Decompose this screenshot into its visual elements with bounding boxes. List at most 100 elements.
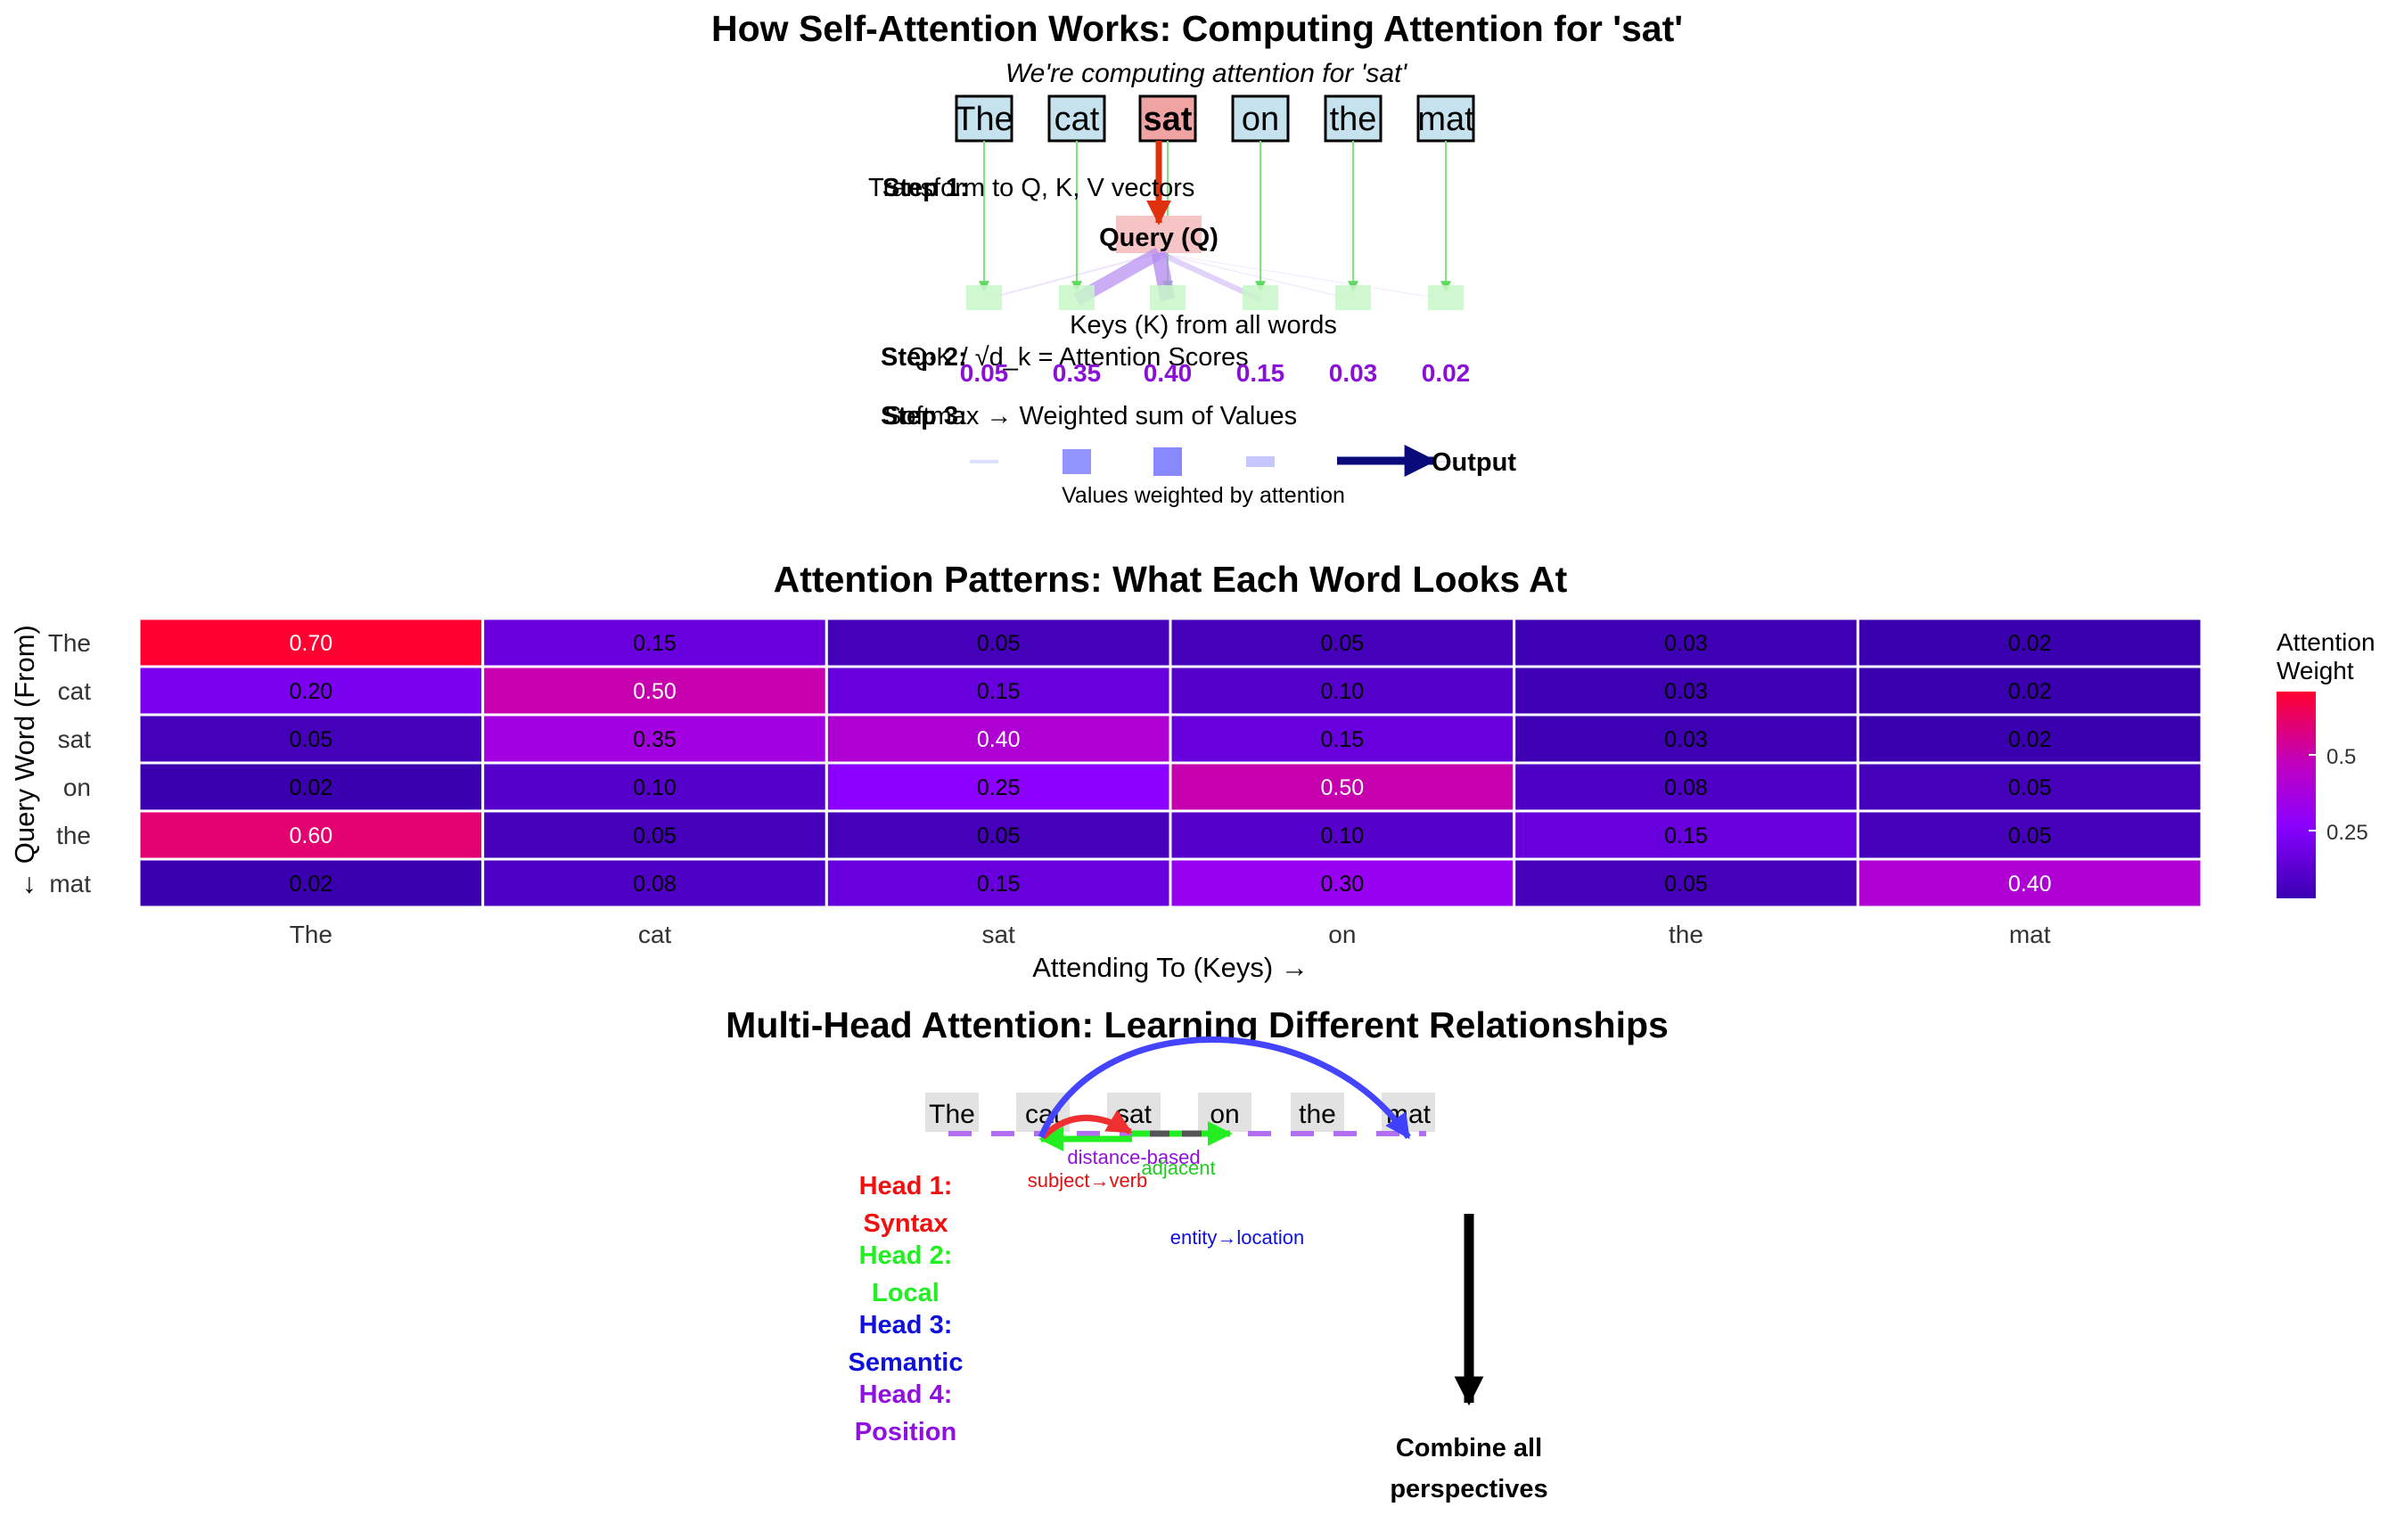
heatmap-cell-label: 0.02: [2008, 727, 2052, 752]
heatmap-cell-label: 0.25: [977, 775, 1021, 800]
heatmap-xlabel: Attending To (Keys) →: [1032, 952, 1309, 983]
heatmap-cell-label: 0.15: [633, 631, 677, 656]
heatmap-cell-label: 0.50: [1320, 775, 1364, 800]
heatmap-cell-label: 0.05: [977, 823, 1021, 848]
attention-score: 0.15: [1236, 359, 1285, 387]
attention-line: [983, 251, 1160, 301]
heatmap-cell-label: 0.08: [1664, 775, 1708, 800]
attention-score: 0.05: [960, 359, 1009, 387]
weighted-value-bars: [970, 447, 1460, 476]
heatmap-row-label: The: [48, 629, 91, 657]
heatmap-cell: [1856, 761, 2203, 813]
heatmap-col-label: cat: [638, 921, 672, 948]
heatmap-cell-label: 0.15: [1320, 727, 1364, 752]
query-label: Query (Q): [1099, 224, 1219, 252]
token-label: The: [955, 101, 1013, 138]
token-label: mat: [1417, 101, 1474, 138]
step3-label: Step 3:: [881, 402, 967, 430]
heatmap-title: Attention Patterns: What Each Word Looks…: [774, 559, 1568, 600]
panel-self-attention: How Self-Attention Works: Computing Atte…: [711, 8, 1683, 508]
heatmap-cell-label: 0.05: [977, 631, 1021, 656]
attention-score: 0.40: [1144, 359, 1193, 387]
heatmap-cell-label: 0.03: [1664, 727, 1708, 752]
heatmap-cell-label: 0.05: [2008, 823, 2052, 848]
heatmap-cell-label: 0.08: [633, 872, 677, 897]
relation-adjacent-label: adjacent: [1141, 1157, 1215, 1179]
values-label: Values weighted by attention: [1062, 483, 1345, 508]
heatmap-cell-label: 0.60: [289, 823, 332, 848]
heatmap-col-label: on: [1328, 921, 1356, 948]
key-box: [1428, 285, 1464, 310]
head-name: Head 3:: [859, 1311, 953, 1339]
multihead-token-label: on: [1210, 1100, 1239, 1129]
heatmap-cell: [1856, 857, 2203, 909]
token-label: the: [1330, 101, 1377, 138]
heatmap-cell: [1856, 713, 2203, 765]
key-box: [1243, 285, 1278, 310]
heatmap-cell: [481, 665, 828, 717]
head-name: Head 4:: [859, 1380, 953, 1409]
panel-heatmap: Attention Patterns: What Each Word Looks…: [9, 559, 2375, 983]
combine-line2: perspectives: [1390, 1475, 1547, 1503]
step3-text: Softmax → Weighted sum of Values: [884, 402, 1297, 430]
heatmap-cell: [1856, 809, 2203, 861]
heatmap-cell-label: 0.35: [633, 727, 677, 752]
legend-tick-label: 0.5: [2326, 745, 2356, 769]
heatmap-cell-label: 0.05: [289, 727, 332, 752]
key-box: [1150, 285, 1186, 310]
heatmap-cell: [1513, 617, 1859, 668]
heatmap-cell-label: 0.02: [2008, 679, 2052, 704]
query-key-attention-lines: [983, 247, 1447, 306]
heatmap-cell-label: 0.05: [633, 823, 677, 848]
heatmap-cell-label: 0.10: [1320, 679, 1364, 704]
heatmap-row-label: on: [63, 774, 91, 801]
token-box: [1231, 94, 1290, 143]
relation-distance-label: distance-based: [1067, 1146, 1200, 1168]
heatmap-row-label: mat: [49, 870, 91, 897]
relation-syntax-label: subject→verb: [1028, 1169, 1148, 1192]
value-bar: [1063, 449, 1091, 474]
token-label: sat: [1144, 101, 1193, 138]
step1-label: Step 1:: [882, 174, 969, 202]
heatmap-cell-label: 0.02: [289, 872, 332, 897]
keys-label: Keys (K) from all words: [1070, 311, 1337, 340]
key-box: [1335, 285, 1371, 310]
heatmap-cell-label: 0.05: [1320, 631, 1364, 656]
attention-line: [1158, 252, 1354, 300]
step2-label: Step 2:: [881, 343, 967, 372]
legend-title-line1: Attention: [2277, 628, 2375, 656]
panel-multihead: Multi-Head Attention: Learning Different…: [726, 1004, 1669, 1503]
relation-semantic-label: entity→location: [1170, 1226, 1304, 1249]
heatmap-cell: [1169, 665, 1516, 717]
output-label: Output: [1432, 448, 1516, 477]
token-label: cat: [1054, 101, 1100, 138]
heatmap-cell: [1169, 809, 1516, 861]
value-bar: [1432, 461, 1460, 463]
heatmap-cell-label: 0.15: [1664, 823, 1708, 848]
heatmap-cell-label: 0.50: [633, 679, 677, 704]
step1-text: Transform to Q, K, V vectors: [868, 174, 1194, 202]
heatmap-cell-label: 0.05: [1664, 872, 1708, 897]
multihead-token-box: [925, 1093, 979, 1132]
heatmap-row-label: sat: [58, 725, 92, 753]
head-name: Head 2:: [859, 1241, 953, 1270]
heatmap-col-label: the: [1669, 921, 1703, 948]
multihead-token-label: the: [1299, 1100, 1336, 1129]
head-role: Syntax: [863, 1209, 948, 1238]
multihead-token-label: The: [929, 1100, 975, 1129]
heatmap-cell-label: 0.10: [1320, 823, 1364, 848]
heatmap-ylabel: ← Query Word (From): [9, 625, 40, 899]
heatmap-cell-label: 0.20: [289, 679, 332, 704]
head-role: Position: [855, 1418, 956, 1446]
heatmap-col-label: The: [290, 921, 332, 948]
heatmap-cell: [481, 761, 828, 813]
key-boxes: [966, 285, 1464, 310]
heatmap-cell-label: 0.03: [1664, 679, 1708, 704]
attention-line: [1158, 252, 1447, 300]
heatmap-row-label: cat: [58, 677, 92, 705]
